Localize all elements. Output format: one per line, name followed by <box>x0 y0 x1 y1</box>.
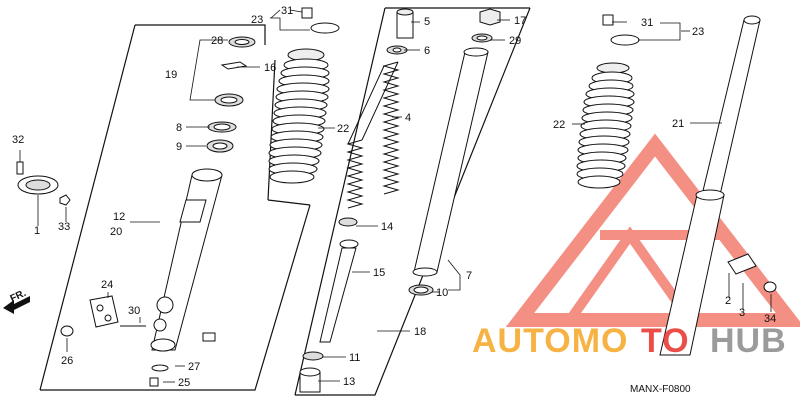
callout-7: 7 <box>466 270 472 282</box>
callout-26: 26 <box>61 355 73 367</box>
callout-5: 5 <box>424 16 430 28</box>
callout-15: 15 <box>373 267 385 279</box>
callout-28: 28 <box>211 35 223 47</box>
watermark-text-auto: AUTOMO <box>472 322 628 360</box>
caliper-bracket <box>89 295 216 387</box>
callout-11: 11 <box>349 352 360 364</box>
fork-slider-left <box>150 168 223 352</box>
callout-30: 30 <box>128 305 140 317</box>
fork-assembly-right <box>659 15 777 356</box>
left-boundary <box>39 24 311 391</box>
drawing-code: MANX-F0800 <box>630 384 691 395</box>
callout-31-right: 31 <box>641 17 653 29</box>
callout-10: 10 <box>436 287 448 299</box>
callout-19: 19 <box>165 69 177 81</box>
damper-rod <box>299 217 359 393</box>
seal-rings-left <box>206 36 256 153</box>
fork-boot-left <box>268 48 330 184</box>
watermark-text-hub: HUB <box>710 322 787 360</box>
callout-29: 29 <box>509 35 521 47</box>
callout-2: 2 <box>725 295 731 307</box>
middle-boundary <box>294 7 531 396</box>
callout-33: 33 <box>58 221 70 233</box>
callout-20: 20 <box>110 226 122 238</box>
callout-13: 13 <box>343 376 355 388</box>
callout-18: 18 <box>414 326 426 338</box>
callout-22-left: 22 <box>337 123 349 135</box>
callout-3: 3 <box>739 307 745 319</box>
callout-27: 27 <box>188 361 200 373</box>
callout-24: 24 <box>101 279 113 291</box>
callout-32: 32 <box>12 134 24 146</box>
callout-4: 4 <box>405 112 411 124</box>
callout-1: 1 <box>34 225 40 237</box>
axle-clamp-parts <box>16 161 74 337</box>
callout-9: 9 <box>176 141 182 153</box>
watermark-triangle-logo <box>505 133 800 327</box>
leader-lines <box>19 9 772 383</box>
callout-23-left: 23 <box>251 14 263 26</box>
callout-12: 12 <box>113 211 125 223</box>
watermark-wordmark: AUTOMO TO HUB <box>472 322 787 360</box>
callout-31-left: 31 <box>281 5 293 17</box>
front-direction-arrow <box>3 296 30 314</box>
fork-spring <box>346 61 400 209</box>
bolt-clamp-top <box>301 7 640 46</box>
callout-22-right: 22 <box>553 119 565 131</box>
callout-14: 14 <box>381 221 393 233</box>
callout-8: 8 <box>176 122 182 134</box>
callout-16: 16 <box>264 62 276 74</box>
callout-17: 17 <box>514 15 526 27</box>
fork-cap-parts <box>386 8 501 55</box>
callout-6: 6 <box>424 45 430 57</box>
fork-inner-tube <box>408 47 489 296</box>
callout-23-right: 23 <box>692 26 704 38</box>
callout-labels: 31 23 28 19 16 8 9 22 5 6 4 17 29 14 15 … <box>12 5 776 389</box>
callout-21: 21 <box>672 118 684 130</box>
fork-boot-right <box>576 62 635 189</box>
callout-25: 25 <box>178 377 190 389</box>
watermark-text-moto: TO <box>641 322 690 360</box>
callout-34: 34 <box>764 313 776 325</box>
